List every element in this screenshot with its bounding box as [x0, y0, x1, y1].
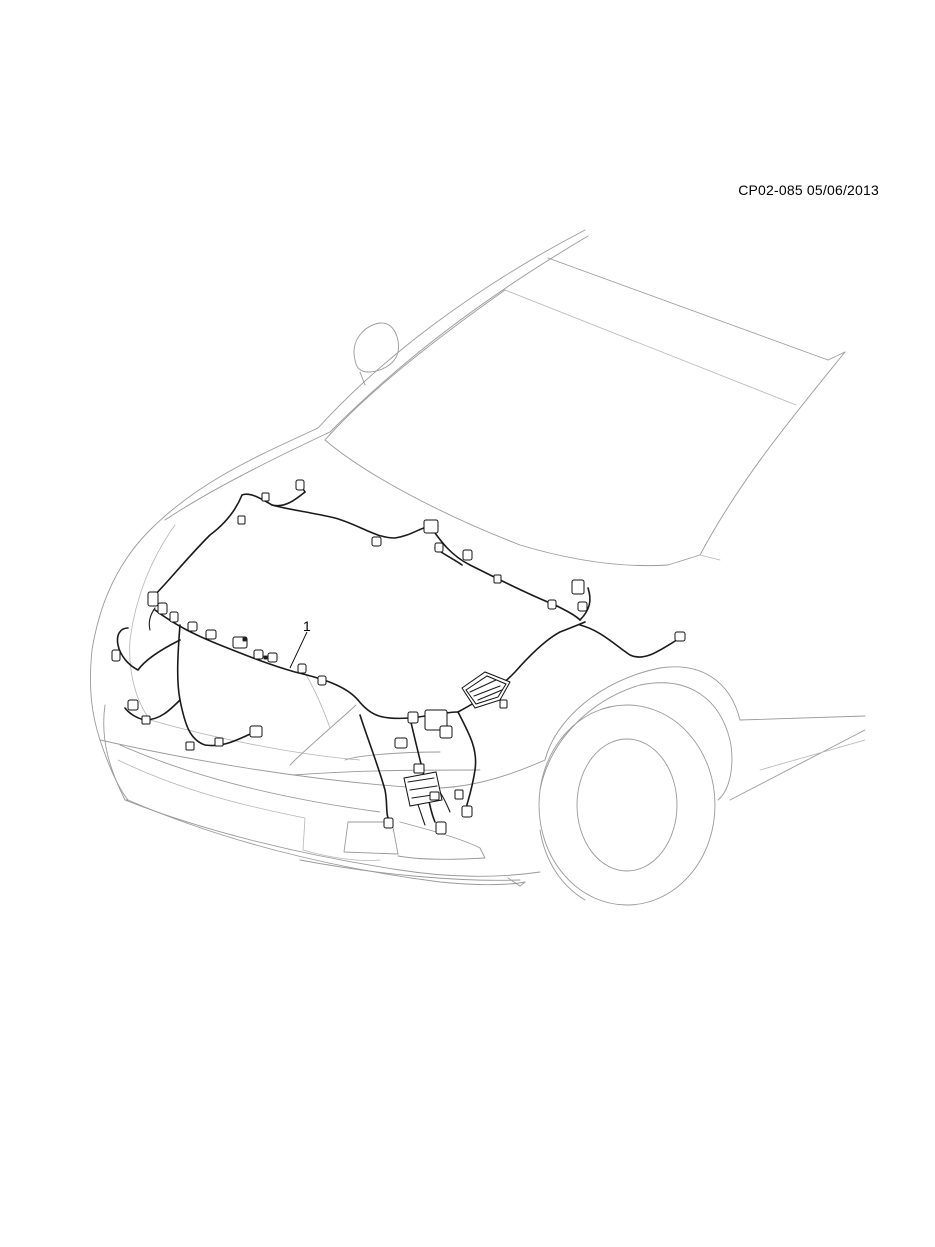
document-code-label: CP02-085 05/06/2013: [738, 182, 879, 198]
junction-block-cluster: [403, 763, 443, 807]
callout-1-number: 1: [303, 618, 311, 634]
harness-connectors: [111, 479, 686, 835]
fuse-relay-box: [461, 671, 511, 709]
vehicle-outline: [90, 229, 866, 906]
callout-1-leader: [289, 631, 308, 669]
engine-compartment-wiring-harness: [111, 479, 686, 835]
